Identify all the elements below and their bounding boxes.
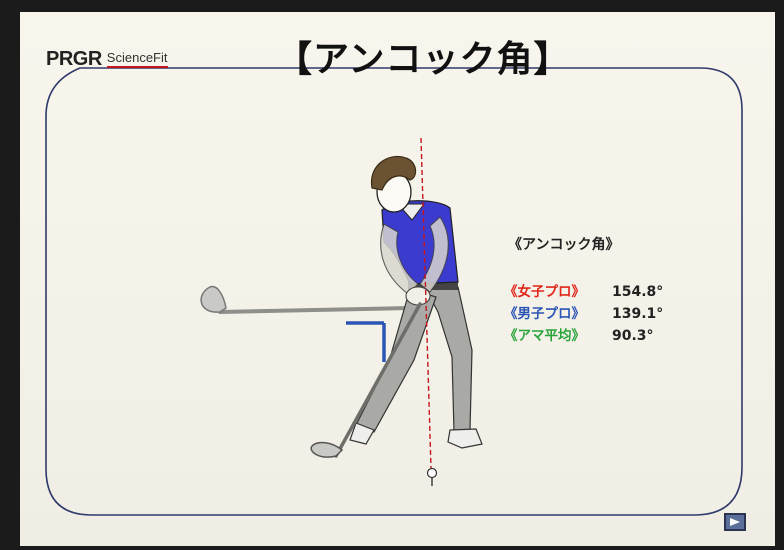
stat-label: 《女子プロ》 — [504, 284, 585, 300]
angle-marker — [346, 321, 386, 362]
stat-label: 《男子プロ》 — [504, 306, 585, 322]
next-slide-button[interactable] — [724, 513, 746, 531]
golfer-right-arm — [419, 216, 449, 293]
golfer-right-shoe — [447, 428, 483, 449]
page-title: 【アンコック角】 — [276, 39, 571, 80]
stat-row-men-pro: 《男子プロ》 139.1° — [504, 302, 704, 324]
logo-sub-text: ScienceFit — [106, 50, 168, 68]
next-arrow-icon — [730, 518, 740, 526]
stat-label: 《アマ平均》 — [504, 328, 585, 344]
golfer-illustration — [200, 137, 483, 486]
golfer-left-shoe — [349, 422, 375, 445]
stat-row-amateur-average: 《アマ平均》 90.3° — [504, 324, 704, 346]
golf-ball — [426, 467, 438, 479]
golf-club-ghost — [200, 285, 412, 314]
uncock-angle-panel: 《アンコック角》 《女子プロ》 154.8° 《男子プロ》 139.1° 《アマ… — [504, 234, 704, 346]
club-head — [310, 441, 344, 458]
stat-row-women-pro: 《女子プロ》 154.8° — [504, 280, 704, 302]
slide-frame — [45, 67, 743, 516]
logo-main-text: PRGR — [46, 48, 102, 70]
stat-value: 90.3° — [612, 328, 654, 344]
frame-line — [45, 67, 743, 516]
golfer-hair — [370, 156, 417, 191]
stat-value: 139.1° — [612, 306, 664, 322]
swing-guide-line — [420, 137, 432, 469]
golf-club — [310, 302, 422, 458]
slide: PRGR ScienceFit 【アンコック角】 — [20, 12, 775, 546]
prgr-logo: PRGR ScienceFit — [46, 48, 168, 71]
panel-heading: 《アンコック角》 — [508, 237, 620, 253]
club-head-ghost — [200, 285, 227, 313]
stat-value: 154.8° — [612, 284, 664, 300]
